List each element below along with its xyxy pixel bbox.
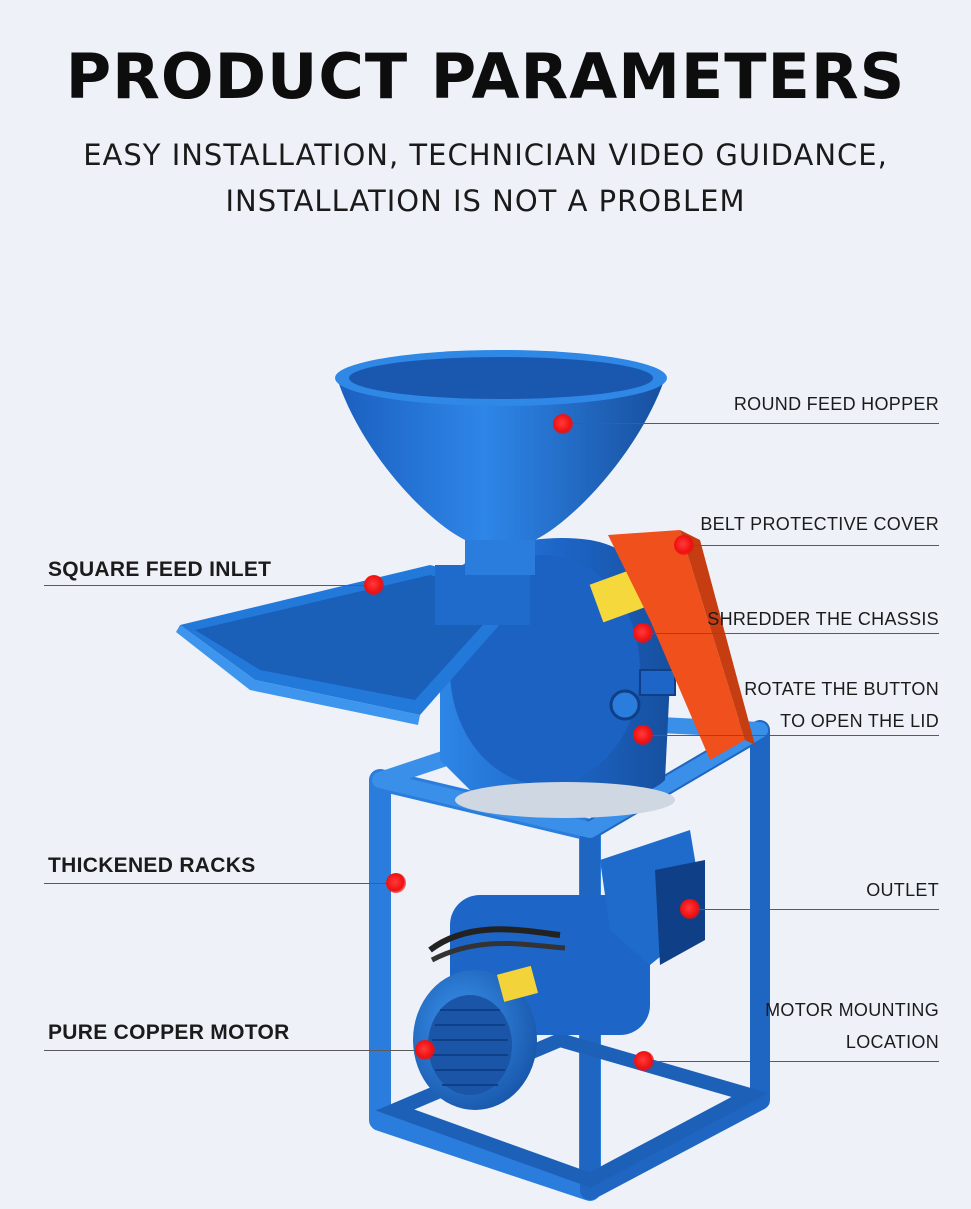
marker-outlet <box>680 899 700 919</box>
leader-line-outlet <box>690 909 939 910</box>
leader-line-shredder-chassis <box>643 633 939 634</box>
marker-shredder-chassis <box>633 623 653 643</box>
label-motor-mounting-line-1: MOTOR MOUNTING <box>765 1000 939 1020</box>
marker-square-feed-inlet <box>364 575 384 595</box>
label-belt-protective-cover: BELT PROTECTIVE COVER <box>700 514 939 534</box>
leader-line-round-feed-hopper <box>563 423 939 424</box>
subtitle-line-1: EASY INSTALLATION, TECHNICIAN VIDEO GUID… <box>83 138 888 172</box>
label-rotate-button-line-1: ROTATE THE BUTTON <box>744 679 939 699</box>
leader-line-pure-copper-motor <box>44 1050 425 1051</box>
leader-line-motor-mounting <box>644 1061 939 1062</box>
marker-rotate-button <box>633 725 653 745</box>
label-outlet: OUTLET <box>866 880 939 900</box>
marker-belt-protective-cover <box>674 535 694 555</box>
leader-line-belt-protective-cover <box>684 545 939 546</box>
label-shredder-chassis: SHREDDER THE CHASSIS <box>707 609 939 629</box>
leader-line-rotate-button <box>643 735 939 736</box>
belt-cover <box>608 530 755 760</box>
marker-pure-copper-motor <box>415 1040 435 1060</box>
marker-round-feed-hopper <box>553 414 573 434</box>
label-thickened-racks: THICKENED RACKS <box>48 854 256 877</box>
label-round-feed-hopper: ROUND FEED HOPPER <box>733 394 939 414</box>
round-hopper <box>335 350 667 540</box>
subtitle-line-2: INSTALLATION IS NOT A PROBLEM <box>225 184 746 218</box>
label-motor-mounting-line-2: LOCATION <box>845 1032 939 1052</box>
motor <box>413 895 650 1110</box>
label-pure-copper-motor: PURE COPPER MOTOR <box>48 1021 290 1044</box>
leader-line-square-feed-inlet <box>44 585 374 586</box>
leader-line-thickened-racks <box>44 883 396 884</box>
marker-thickened-racks <box>386 873 406 893</box>
label-square-feed-inlet: SQUARE FEED INLET <box>48 558 272 581</box>
label-rotate-button-line-2: TO OPEN THE LID <box>780 711 939 731</box>
page-title: PRODUCT PARAMETERS <box>65 40 906 113</box>
marker-motor-mounting <box>634 1051 654 1071</box>
